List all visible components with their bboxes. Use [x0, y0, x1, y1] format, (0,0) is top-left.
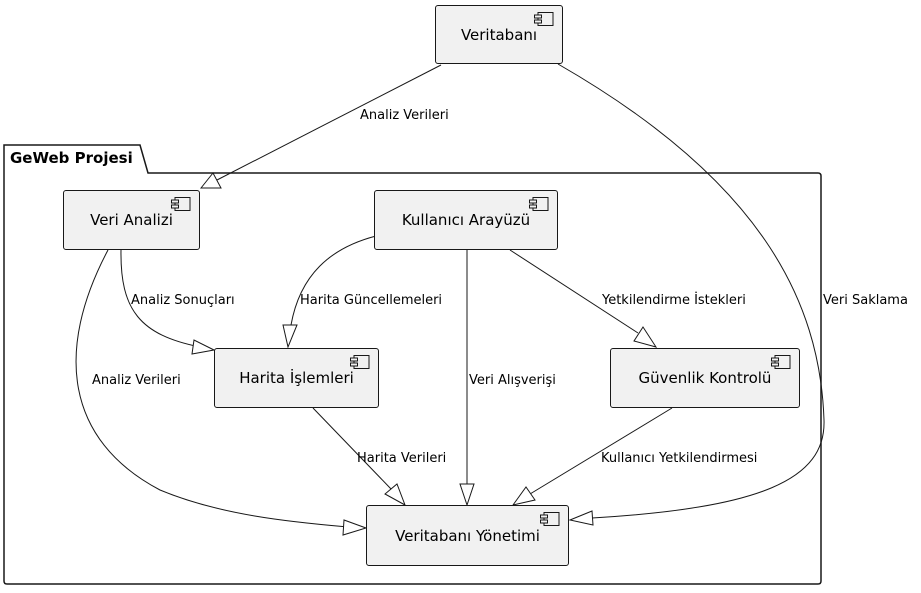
edge-ui-to-guvenlik: [509, 249, 639, 334]
arrowhead-guvenlik-to-yonetim: [511, 486, 536, 506]
edge-ui-to-harita: [290, 235, 377, 326]
edge-analiz-to-harita: [120, 249, 201, 348]
arrowhead-ui-to-harita: [282, 324, 298, 349]
arrowhead-ui-to-yonetim: [459, 483, 475, 507]
edge-label-analiz-to-yonetim: Analiz Verileri: [92, 373, 181, 388]
edge-label-guvenlik-to-yonetim: Kullanıcı Yetkilendirmesi: [601, 451, 757, 466]
component-label: Güvenlik Kontrolü: [638, 369, 772, 387]
edge-label-harita-to-yonetim: Harita Verileri: [357, 451, 446, 466]
component-label: Kullanıcı Arayüzü: [401, 211, 531, 229]
component-veritabani-yonetimi[interactable]: Veritabanı Yönetimi: [366, 505, 569, 566]
edge-label-ui-to-harita: Harita Güncellemeleri: [300, 293, 442, 308]
component-label: Veri Analizi: [90, 211, 173, 229]
edge-label-db-to-analiz: Analiz Verileri: [360, 108, 449, 123]
edge-label-ui-to-yonetim: Veri Alışverişi: [469, 373, 556, 388]
component-veritabani[interactable]: Veritabanı: [435, 5, 563, 64]
component-kullanici-arayuzu[interactable]: Kullanıcı Arayüzü: [374, 190, 558, 250]
edge-label-analiz-to-harita: Analiz Sonuçları: [131, 293, 235, 308]
edge-analiz-to-yonetim: [75, 249, 349, 528]
component-guvenlik-kontrolu[interactable]: Güvenlik Kontrolü: [610, 348, 800, 408]
component-icon: [171, 197, 191, 211]
arrowhead-analiz-to-yonetim: [342, 519, 368, 536]
edge-harita-to-yonetim: [312, 407, 393, 491]
edge-label-db-to-yonetim: Veri Saklama: [823, 293, 908, 308]
package-frame: [3, 144, 822, 585]
arrowhead-ui-to-guvenlik: [633, 326, 658, 348]
component-label: Veritabanı: [460, 25, 538, 44]
arrowhead-db-to-yonetim: [568, 510, 594, 526]
component-icon: [529, 197, 549, 211]
arrowhead-analiz-to-harita: [191, 339, 216, 355]
component-icon: [534, 12, 554, 26]
component-veri-analizi[interactable]: Veri Analizi: [63, 190, 200, 250]
component-icon: [540, 512, 560, 526]
package-title: GeWeb Projesi: [10, 149, 133, 167]
arrowhead-harita-to-yonetim: [384, 483, 406, 507]
component-label: Harita İşlemleri: [239, 369, 354, 387]
arrowhead-db-to-analiz: [199, 172, 222, 189]
component-harita-islemleri[interactable]: Harita İşlemleri: [214, 348, 379, 408]
edge-db-to-analiz: [216, 64, 442, 181]
edge-db-to-yonetim: [557, 63, 825, 519]
component-icon: [350, 355, 370, 369]
component-icon: [771, 355, 791, 369]
edge-guvenlik-to-yonetim: [529, 407, 673, 495]
component-label: Veritabanı Yönetimi: [395, 526, 540, 545]
edge-label-ui-to-guvenlik: Yetkilendirme İstekleri: [601, 292, 746, 308]
